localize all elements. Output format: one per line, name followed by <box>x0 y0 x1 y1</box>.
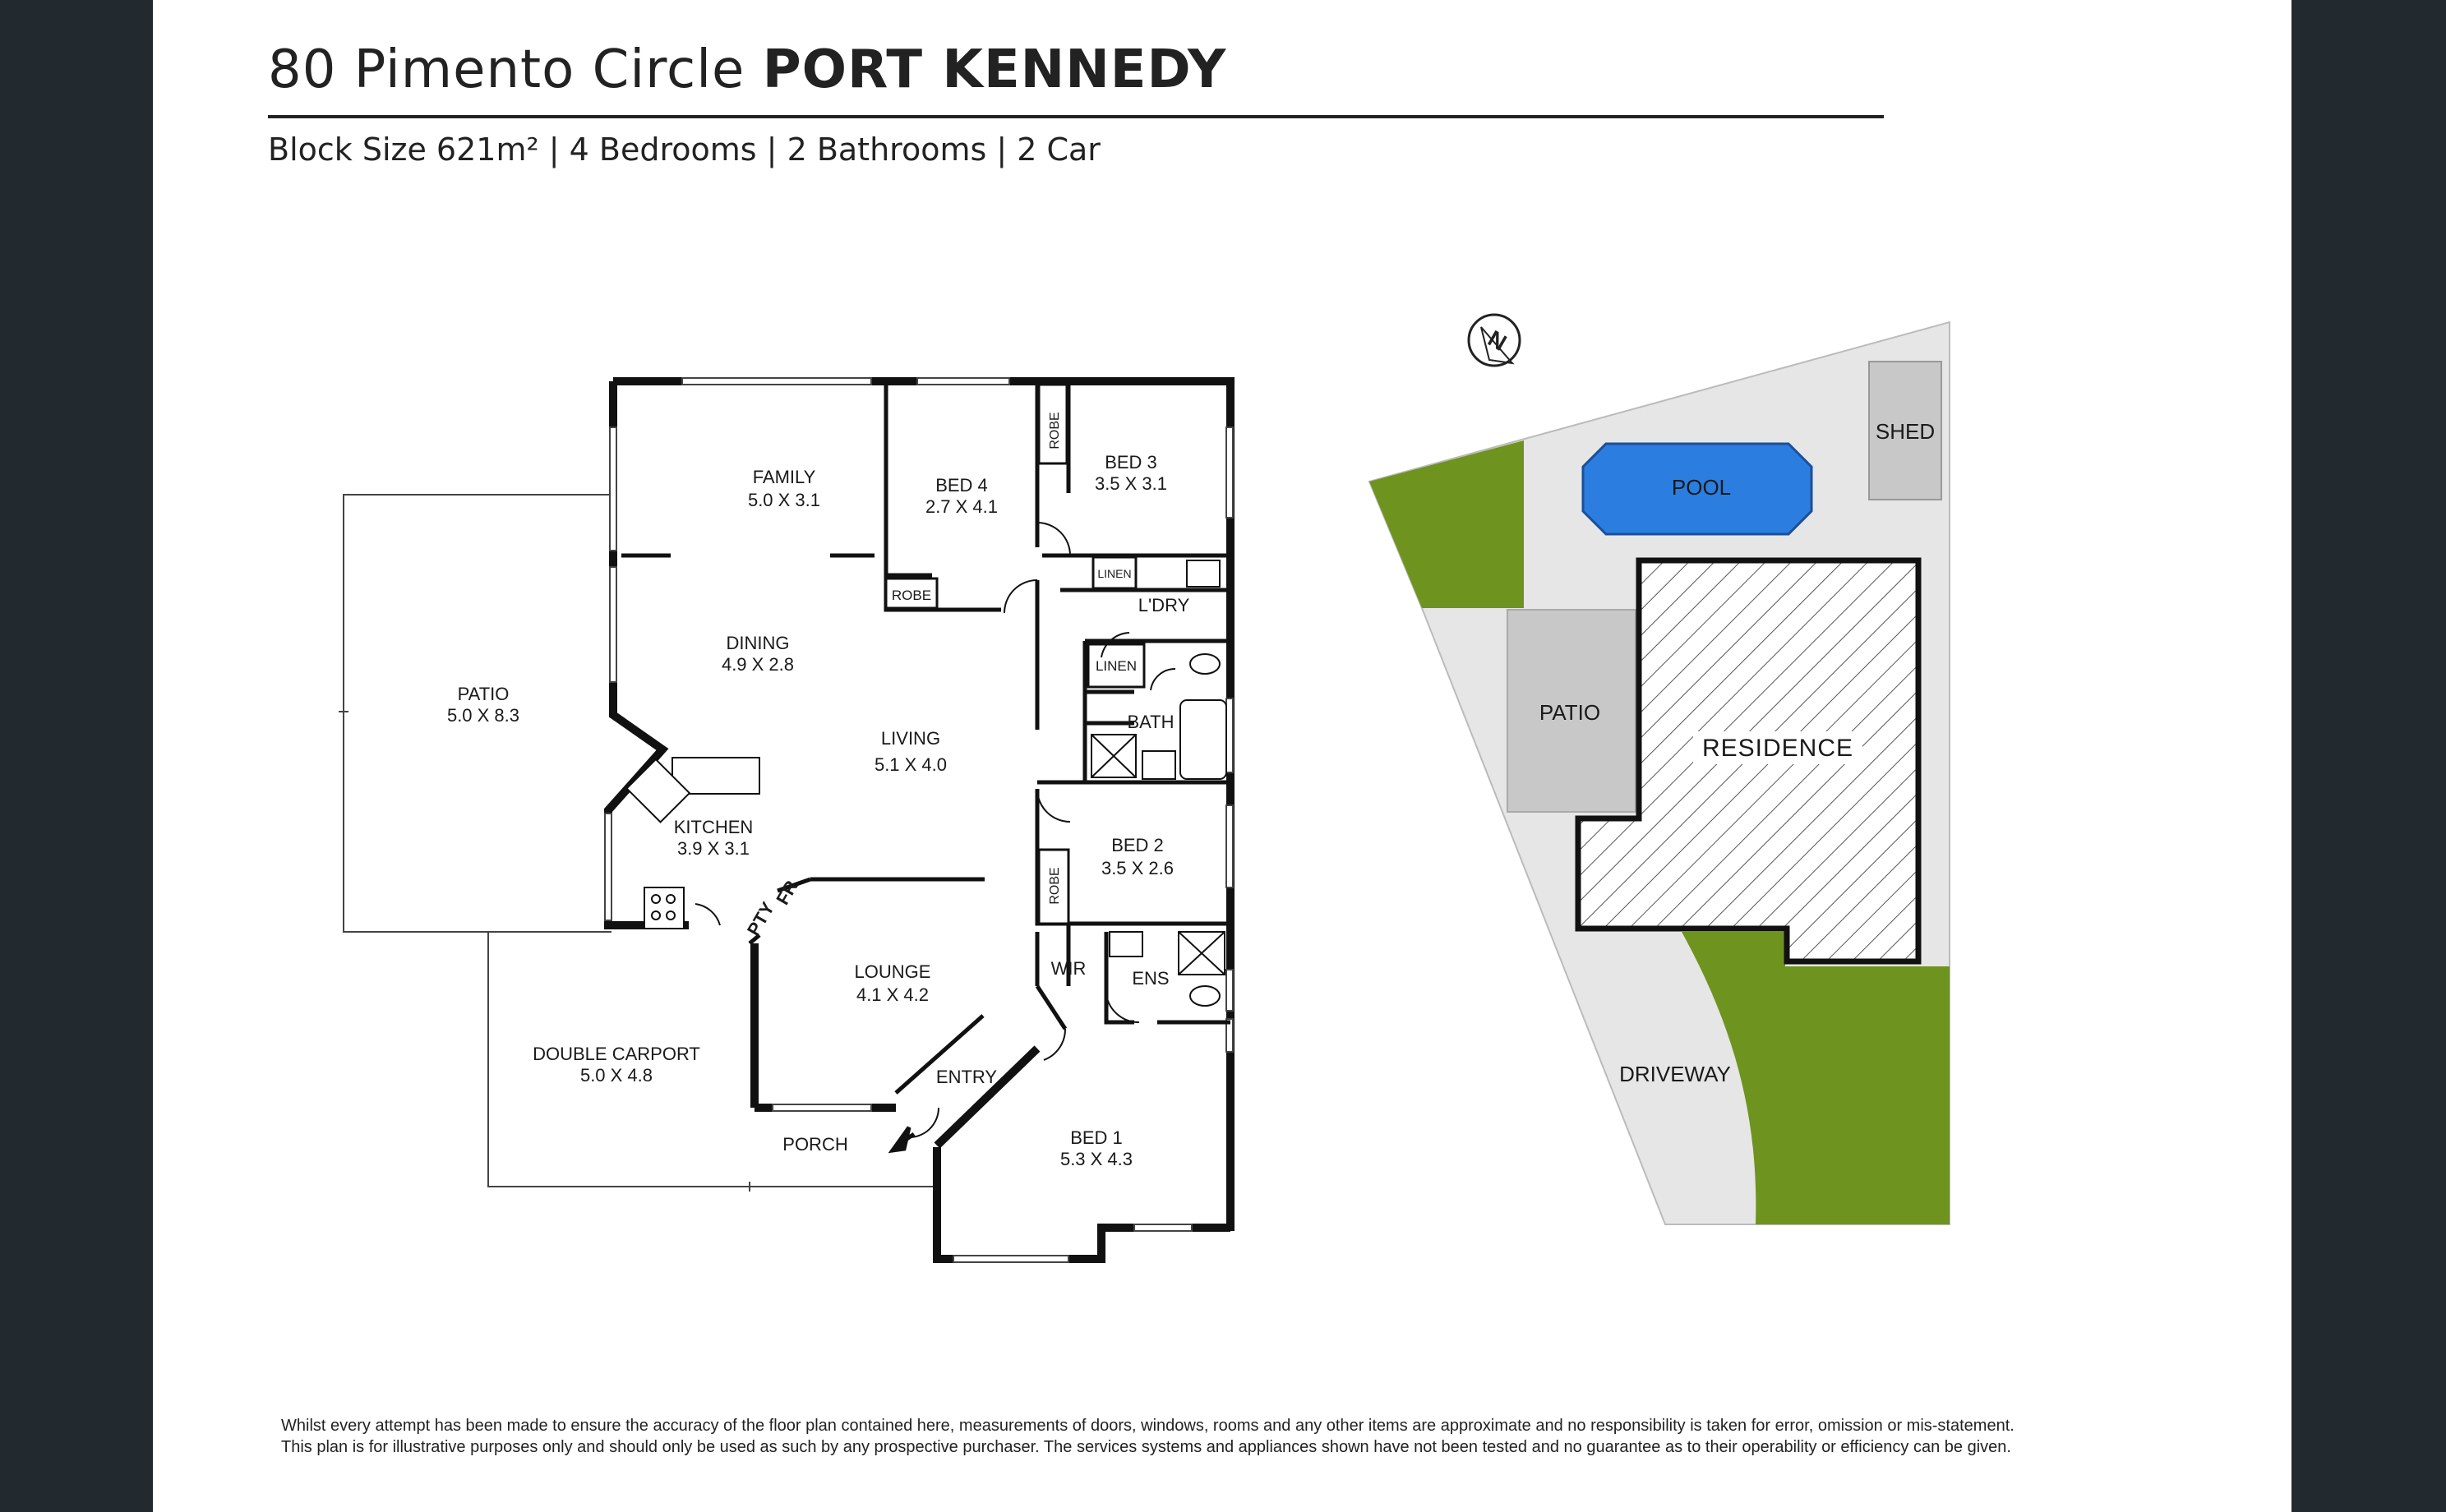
linen-ldry-label: LINEN <box>1097 567 1131 580</box>
pantry-label: PTY <box>743 898 778 939</box>
pool-label: POOL <box>1672 475 1731 500</box>
property-details: Block Size 621m² | 4 Bedrooms | 2 Bathro… <box>268 131 1101 168</box>
disclaimer-line-2: This plan is for illustrative purposes o… <box>281 1438 2011 1456</box>
shed-shape <box>1868 361 1942 500</box>
interior-walls <box>621 385 1230 1095</box>
address: 80 Pimento Circle <box>268 39 745 100</box>
page-title: 80 Pimento Circle PORT KENNEDY <box>268 39 1226 100</box>
lounge-size: 4.1 X 4.2 <box>856 984 929 1005</box>
site-patio-label: PATIO <box>1539 700 1600 725</box>
ensuite-label: ENS <box>1132 968 1169 989</box>
lounge-name: LOUNGE <box>855 961 931 982</box>
bed4-size: 2.7 X 4.1 <box>925 496 998 517</box>
entry-label: ENTRY <box>936 1067 997 1087</box>
suburb: PORT KENNEDY <box>762 39 1227 100</box>
pool-shape <box>1581 442 1813 536</box>
driveway-label: DRIVEWAY <box>1619 1062 1731 1086</box>
disclaimer: Whilst every attempt has been made to en… <box>281 1415 2188 1458</box>
entry-arrow-icon <box>888 1126 916 1154</box>
site-patio-shape <box>1507 609 1636 813</box>
porch-label: PORCH <box>782 1134 847 1155</box>
bed4-name: BED 4 <box>935 475 988 496</box>
dining-name: DINING <box>727 633 790 653</box>
floor-plan: FAMILY 5.0 X 3.1 BED 4 2.7 X 4.1 BED 3 3… <box>339 377 1235 1263</box>
bed1-name: BED 1 <box>1070 1127 1123 1148</box>
residence-label: RESIDENCE <box>1702 735 1853 762</box>
family-name: FAMILY <box>753 467 816 487</box>
bed1-size: 5.3 X 4.3 <box>1060 1149 1133 1169</box>
wir-label: WIR <box>1051 958 1087 979</box>
shed-label: SHED <box>1876 419 1935 444</box>
bath-label: BATH <box>1127 712 1174 732</box>
lawn-bottom-right <box>1682 932 1950 1224</box>
residence-label-box <box>1693 731 1862 764</box>
north-arrow-icon: N <box>1467 313 1521 367</box>
linen-bath-label: LINEN <box>1096 658 1137 674</box>
fixtures <box>625 560 1227 1007</box>
bed3-name: BED 3 <box>1105 452 1157 472</box>
lawn-top-left <box>1369 440 1524 608</box>
bed2-size: 3.5 X 2.6 <box>1101 858 1174 878</box>
living-name: LIVING <box>881 728 940 749</box>
windows <box>604 377 1234 1263</box>
kitchen-size: 3.9 X 3.1 <box>677 838 750 859</box>
dining-size: 4.9 X 2.8 <box>722 654 794 675</box>
carport-name: DOUBLE CARPORT <box>533 1044 700 1064</box>
bed2-name: BED 2 <box>1111 835 1164 855</box>
title-rule <box>268 115 1884 118</box>
living-size: 5.1 X 4.0 <box>875 754 947 775</box>
robe-bed2-label: ROBE <box>1048 867 1062 904</box>
disclaimer-line-1: Whilst every attempt has been made to en… <box>281 1417 2014 1435</box>
doors <box>695 522 1176 1139</box>
carport-size: 5.0 X 4.8 <box>580 1065 653 1086</box>
robe-bed3-label: ROBE <box>1048 412 1062 449</box>
robes-and-linen <box>884 383 1146 925</box>
kitchen-name: KITCHEN <box>674 817 754 837</box>
site-plan: SHED POOL PATIO RESIDENCE DRIVEWAY N <box>1368 313 1950 1225</box>
patio-name: PATIO <box>458 684 510 704</box>
laundry-label: L'DRY <box>1138 595 1190 615</box>
bed3-size: 3.5 X 3.1 <box>1095 473 1167 494</box>
patio-outline <box>339 494 934 1192</box>
patio-size: 5.0 X 8.3 <box>447 705 519 726</box>
family-size: 5.0 X 3.1 <box>748 490 820 510</box>
robe-bed4-label: ROBE <box>892 588 931 603</box>
